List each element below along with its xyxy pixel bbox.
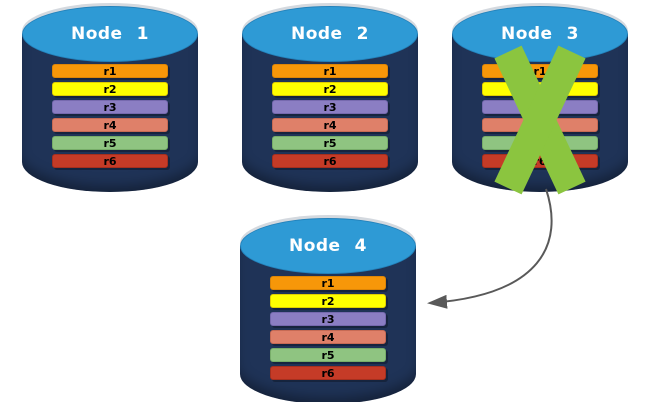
- node-2: Node 2 r1 r2 r3 r4 r5 r6: [242, 6, 418, 192]
- replica-bar-r6: r6: [52, 154, 168, 168]
- node-3-title: Node 3: [500, 24, 579, 44]
- node-4-replica-list: r1 r2 r3 r4 r5 r6: [270, 276, 386, 384]
- failure-x-icon: [494, 45, 586, 195]
- replica-bar-r4: r4: [272, 118, 388, 132]
- node-3-cylinder-top: Node 3: [452, 6, 628, 62]
- node-2-cylinder-top: Node 2: [242, 6, 418, 62]
- replica-bar-r1: r1: [52, 64, 168, 78]
- failover-arrow: [427, 188, 553, 309]
- replica-bar-r3: r3: [272, 100, 388, 114]
- replica-bar-r5: r5: [270, 348, 386, 362]
- node-1-replica-list: r1 r2 r3 r4 r5 r6: [52, 64, 168, 172]
- replica-bar-r2: r2: [272, 82, 388, 96]
- replica-bar-r6: r6: [270, 366, 386, 380]
- replica-bar-r3: r3: [52, 100, 168, 114]
- replica-bar-r2: r2: [52, 82, 168, 96]
- node-1: Node 1 r1 r2 r3 r4 r5 r6: [22, 6, 198, 192]
- node-4-title: Node 4: [288, 236, 367, 256]
- node-1-cylinder-top: Node 1: [22, 6, 198, 62]
- replica-bar-r1: r1: [272, 64, 388, 78]
- replica-bar-r2: r2: [270, 294, 386, 308]
- replica-bar-r3: r3: [270, 312, 386, 326]
- replica-bar-r1: r1: [270, 276, 386, 290]
- replica-bar-r6: r6: [272, 154, 388, 168]
- replica-bar-r5: r5: [52, 136, 168, 150]
- node-4-cylinder-top: Node 4: [240, 218, 416, 274]
- node-2-title: Node 2: [290, 24, 369, 44]
- node-2-replica-list: r1 r2 r3 r4 r5 r6: [272, 64, 388, 172]
- replica-bar-r5: r5: [272, 136, 388, 150]
- replica-bar-r4: r4: [52, 118, 168, 132]
- node-1-title: Node 1: [70, 24, 149, 44]
- replica-bar-r4: r4: [270, 330, 386, 344]
- node-4: Node 4 r1 r2 r3 r4 r5 r6: [240, 218, 416, 402]
